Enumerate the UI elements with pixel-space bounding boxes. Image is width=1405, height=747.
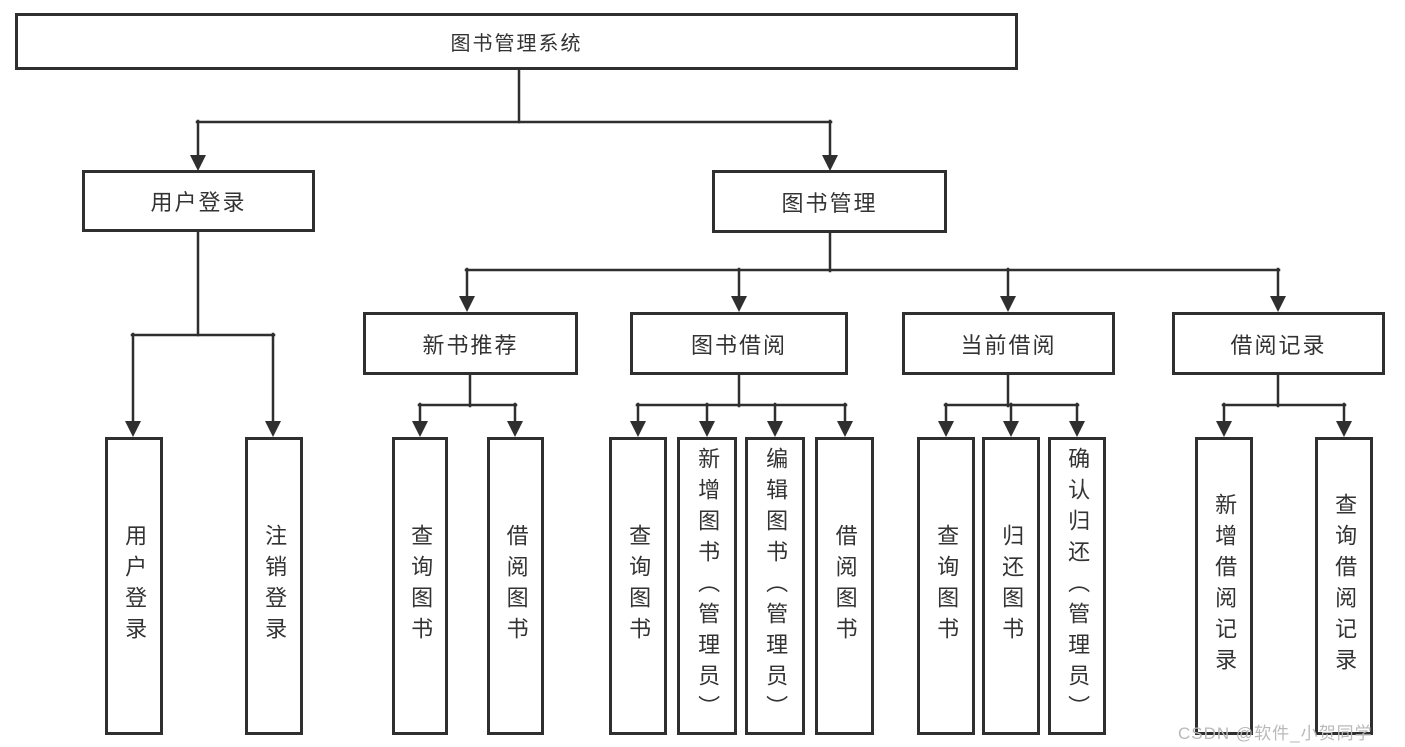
node-user-login: 用户登录 (82, 170, 315, 232)
leaf-cb-query-book: 查询图书 (917, 437, 975, 735)
leaf-cb-confirm-return-admin: 确认归还（管理员） (1048, 437, 1106, 735)
node-label: 注销登录 (262, 524, 288, 648)
node-label: 借阅记录 (1230, 332, 1327, 358)
node-label: 编辑图书（管理员） (763, 446, 789, 726)
node-label: 图书借阅 (690, 332, 787, 358)
node-label: 用户登录 (150, 190, 247, 215)
node-label: 确认归还（管理员） (1065, 446, 1091, 726)
node-book-borrowing: 图书借阅 (630, 312, 848, 375)
leaf-cb-return-book: 归还图书 (982, 437, 1040, 735)
watermark: CSDN @软件_小贺同学 (1178, 724, 1373, 743)
node-label: 用户登录 (122, 524, 148, 648)
node-label: 新增图书（管理员） (695, 446, 721, 726)
node-label: 图书管理系统 (450, 33, 583, 55)
node-label: 查询图书 (934, 524, 960, 648)
node-label: 新书推荐 (422, 332, 519, 358)
node-label: 新增借阅记录 (1212, 493, 1238, 679)
node-label: 当前借阅 (960, 332, 1057, 358)
leaf-user-login: 用户登录 (105, 437, 163, 735)
leaf-bb-query-book: 查询图书 (609, 437, 667, 735)
node-borrowing-records: 借阅记录 (1172, 312, 1385, 375)
leaf-br-add-record: 新增借阅记录 (1195, 437, 1253, 735)
node-label: 借阅图书 (503, 524, 529, 648)
leaf-br-query-record: 查询借阅记录 (1315, 437, 1373, 735)
node-library-management-system: 图书管理系统 (15, 13, 1018, 70)
node-label: 查询借阅记录 (1332, 493, 1358, 679)
node-current-borrowing: 当前借阅 (902, 312, 1115, 375)
node-label: 查询图书 (626, 524, 652, 648)
node-label: 查询图书 (408, 524, 434, 648)
node-label: 图书管理 (781, 190, 878, 216)
node-label: 归还图书 (999, 524, 1025, 648)
leaf-bb-add-book-admin: 新增图书（管理员） (677, 437, 737, 735)
leaf-bb-edit-book-admin: 编辑图书（管理员） (745, 437, 805, 735)
leaf-logout: 注销登录 (245, 437, 303, 735)
leaf-bb-borrow-book: 借阅图书 (815, 437, 874, 735)
node-label: 借阅图书 (832, 524, 858, 648)
node-book-management: 图书管理 (712, 170, 947, 233)
leaf-nb-borrow-book: 借阅图书 (487, 437, 544, 735)
node-new-book-recommendation: 新书推荐 (363, 312, 578, 375)
leaf-nb-query-book: 查询图书 (392, 437, 448, 735)
